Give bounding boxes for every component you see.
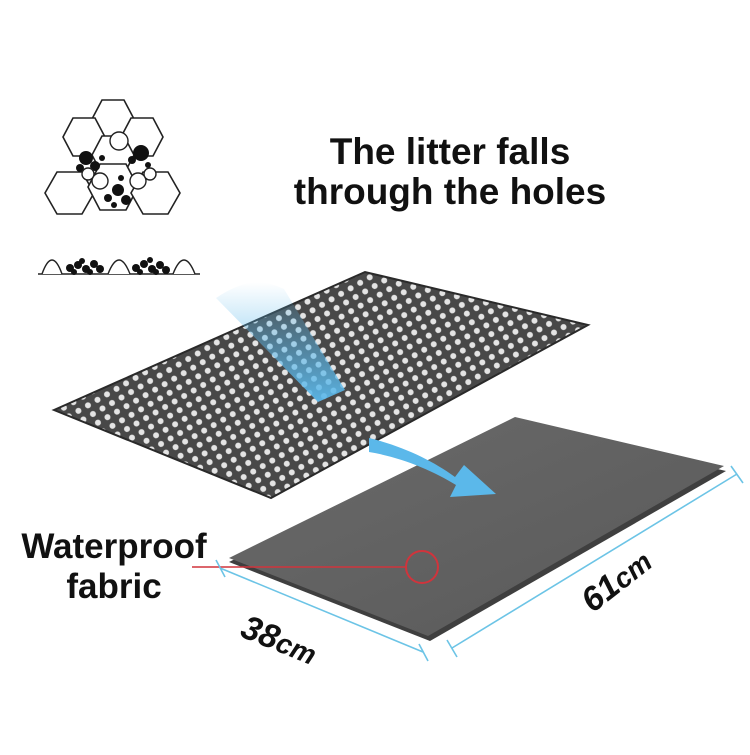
litter-cross-section-icon bbox=[38, 257, 200, 275]
fabric-label-line-1: Waterproof bbox=[21, 527, 207, 566]
headline: The litter falls through the holes bbox=[270, 132, 630, 212]
falling-litter-beam bbox=[216, 282, 345, 402]
flow-arrow-icon bbox=[369, 438, 496, 497]
honeycomb-icon bbox=[44, 99, 181, 215]
fabric-label: Waterproof fabric bbox=[4, 527, 224, 607]
headline-line-2: through the holes bbox=[293, 171, 607, 212]
dimension-lines bbox=[215, 465, 744, 662]
headline-line-1: The litter falls bbox=[329, 131, 571, 172]
detail-marker-icon bbox=[192, 550, 439, 584]
fabric-label-line-2: fabric bbox=[66, 567, 162, 606]
waterproof-fabric-mat bbox=[229, 417, 726, 641]
